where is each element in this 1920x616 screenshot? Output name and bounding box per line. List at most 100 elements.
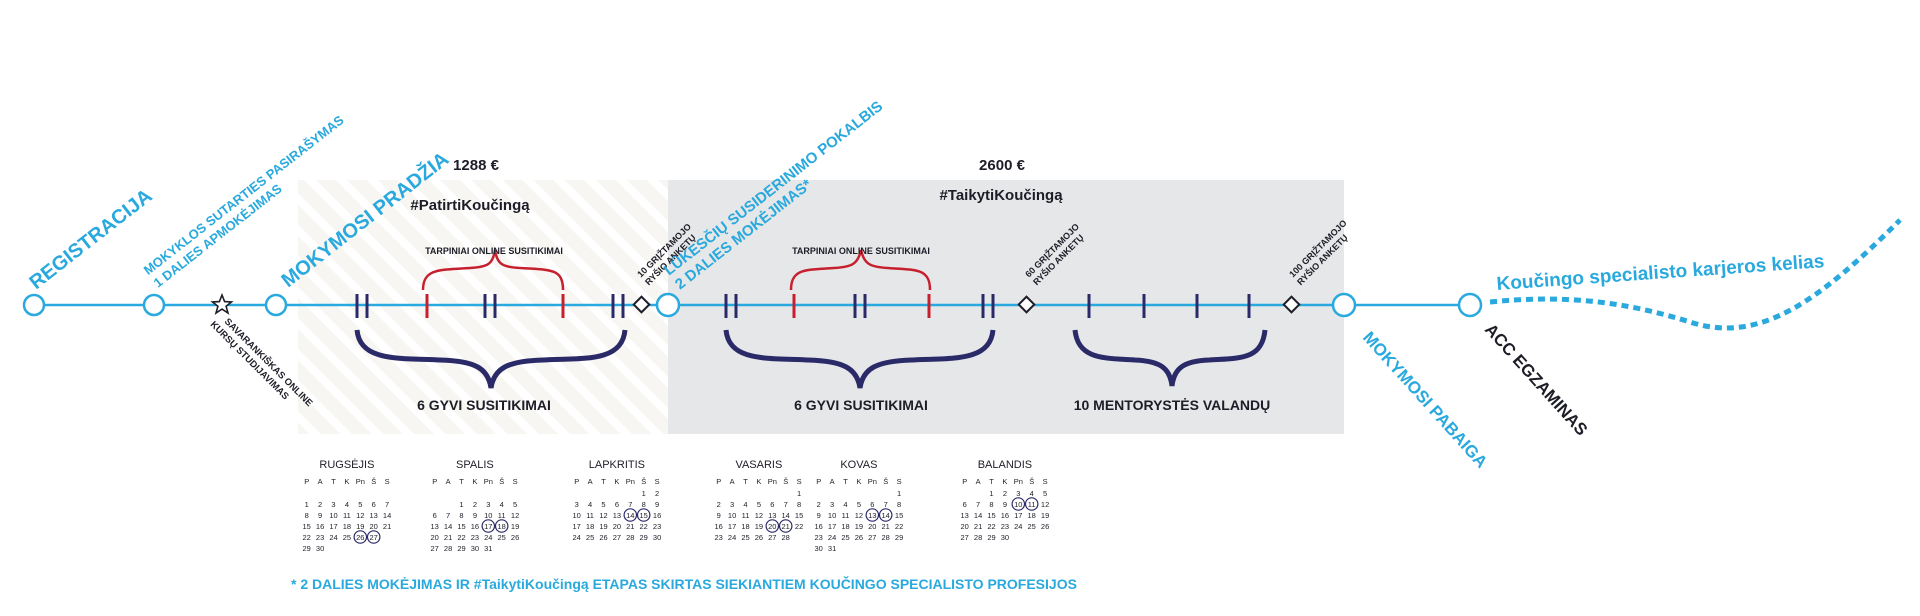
calendar-day: 23 (653, 522, 661, 531)
calendar-day: 1 (305, 500, 309, 509)
calendar-day: 4 (500, 500, 504, 509)
calendar-day: 5 (1043, 489, 1047, 498)
phase2-ticks (724, 294, 1251, 318)
calendar-weekday: P (432, 477, 437, 486)
calendar-day: 7 (628, 500, 632, 509)
calendar-day: 9 (1003, 500, 1007, 509)
calendar-day: 3 (575, 500, 579, 509)
calendar-day: 21 (444, 533, 452, 542)
calendar-day: 30 (471, 544, 479, 553)
live-label-2: 6 GYVI SUSITIKIMAI (794, 397, 928, 413)
calendar-day: 6 (963, 500, 967, 509)
calendar-day: 4 (588, 500, 592, 509)
calendar-day: 24 (728, 533, 736, 542)
calendar-day: 11 (343, 511, 351, 520)
calendar-day: 22 (895, 522, 903, 531)
calendar-day: 28 (782, 533, 790, 542)
online-brace-1 (421, 249, 565, 291)
calendar-day: 9 (655, 500, 659, 509)
calendar-day: 8 (459, 511, 463, 520)
calendar-day: 17 (828, 522, 836, 531)
calendar-weekday: T (843, 477, 848, 486)
calendar-day: 6 (372, 500, 376, 509)
calendar-day: 25 (343, 533, 351, 542)
label-exam: ACC EGZAMINAS (1481, 320, 1591, 439)
calendar-day: 26 (1041, 522, 1049, 531)
calendar-day: 17 (1014, 511, 1022, 520)
calendar-highlight-circle (1011, 497, 1026, 511)
calendar-weekday: S (385, 477, 390, 486)
calendar-day: 5 (358, 500, 362, 509)
calendar-day: 17 (484, 522, 492, 531)
calendar-day: 6 (870, 500, 874, 509)
calendar-day: 8 (642, 500, 646, 509)
calendar-month-title: VASARIS (735, 459, 782, 471)
live-label-1: 6 GYVI SUSITIKIMAI (417, 397, 551, 413)
calendar-day: 11 (498, 511, 506, 520)
milestone-start (264, 293, 288, 317)
calendar-day: 26 (511, 533, 519, 542)
calendar-weekday: P (962, 477, 967, 486)
calendar-day: 21 (974, 522, 982, 531)
calendar-day: 1 (897, 489, 901, 498)
calendar-day: 9 (717, 511, 721, 520)
calendar-day: 23 (471, 533, 479, 542)
calendar-day: 10 (573, 511, 581, 520)
calendar-highlight-circle (494, 519, 509, 533)
calendar-day: 9 (473, 511, 477, 520)
calendar-day: 26 (855, 533, 863, 542)
calendar-day: 27 (868, 533, 876, 542)
calendar-day: 5 (757, 500, 761, 509)
calendar-highlight-circle (765, 519, 780, 533)
calendar-day: 25 (586, 533, 594, 542)
calendar-weekday: K (1002, 477, 1007, 486)
calendar-weekday: P (816, 477, 821, 486)
calendar-day: 4 (743, 500, 747, 509)
calendar-weekday: A (318, 477, 323, 486)
calendar-weekday: S (897, 477, 902, 486)
calendar-day: 21 (782, 522, 790, 531)
calendar-day: 27 (370, 533, 378, 542)
calendar-day: 20 (868, 522, 876, 531)
calendar-weekday: S (655, 477, 660, 486)
calendar-day: 4 (843, 500, 847, 509)
label-registracija: REGISTRACIJA (26, 185, 157, 294)
calendar-day: 10 (484, 511, 492, 520)
footnote: * 2 DALIES MOKĖJIMAS IR #TaikytiKoučingą… (291, 575, 1077, 592)
calendar-day: 25 (498, 533, 506, 542)
calendar-day: 12 (356, 511, 364, 520)
calendar-day: 10 (728, 511, 736, 520)
calendar-day: 15 (987, 511, 995, 520)
calendar-day: 1 (459, 500, 463, 509)
calendar-weekday: T (743, 477, 748, 486)
calendar-day: 3 (830, 500, 834, 509)
hashtag-phase1: #PatirtiKoučingą (410, 197, 530, 214)
calendar-day: 2 (1003, 489, 1007, 498)
calendar-weekday: A (588, 477, 593, 486)
milestone-end (1331, 292, 1357, 318)
calendar-day: 24 (573, 533, 581, 542)
calendar-highlight-circle (636, 508, 651, 522)
calendar-day: 4 (345, 500, 349, 509)
calendar-weekday: A (976, 477, 981, 486)
calendar-weekday: Š (499, 477, 504, 486)
calendar-weekday: Š (1029, 477, 1034, 486)
calendar-day: 24 (329, 533, 337, 542)
calendar-day: 5 (601, 500, 605, 509)
calendar-day: 29 (987, 533, 995, 542)
calendar-weekday: S (797, 477, 802, 486)
calendar-day: 26 (599, 533, 607, 542)
calendar-highlight-circle (865, 508, 880, 522)
calendar-weekday: A (446, 477, 451, 486)
calendar-day: 8 (305, 511, 309, 520)
calendar-day: 10 (329, 511, 337, 520)
calendar-day: 20 (370, 522, 378, 531)
calendar-day: 16 (471, 522, 479, 531)
price-phase2: 2600 € (979, 157, 1026, 174)
